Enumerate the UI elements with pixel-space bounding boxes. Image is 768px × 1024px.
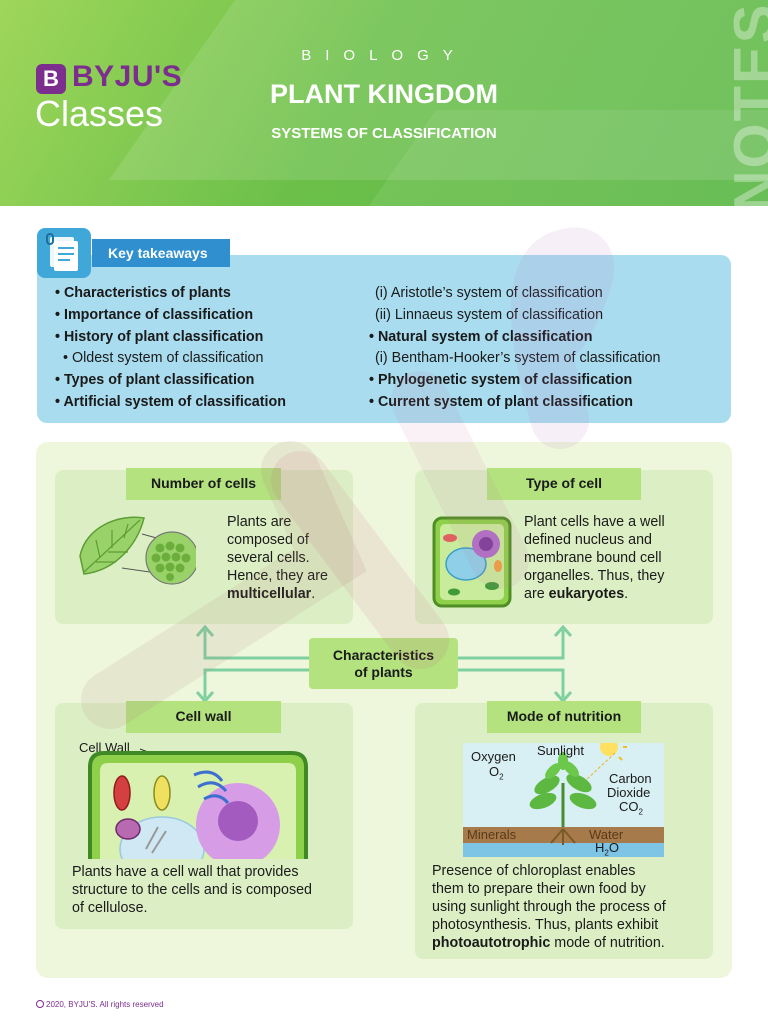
takeaway-item: • Artificial system of classification	[55, 393, 286, 410]
takeaways-left-column: • Characteristics of plants • Importance…	[55, 283, 286, 414]
dioxide-label: Dioxide	[607, 785, 651, 800]
text-line: membrane bound cell	[524, 550, 662, 566]
co2-label: CO2	[619, 799, 643, 817]
takeaway-item: (ii) Linnaeus system of classification	[375, 306, 604, 323]
oxygen-label: Oxygen	[471, 749, 516, 764]
text-line: multicellular.	[227, 585, 347, 603]
text-line: using sunlight through the process of	[432, 899, 666, 915]
card-label-type-of-cell: Type of cell	[487, 468, 641, 500]
photosynthesis-diagram: Oxygen O2 Sunlight Carbon Dioxide CO2 Mi…	[463, 743, 664, 857]
text-line: photoautotrophic mode of nutrition.	[432, 934, 702, 952]
card-label-cell-wall: Cell wall	[126, 701, 281, 733]
number-of-cells-text: Plants are composed of several cells. He…	[227, 513, 347, 603]
takeaway-item: (i) Aristotle’s system of classification	[375, 285, 603, 301]
takeaway-item: • Oldest system of classification	[63, 350, 264, 367]
h-symbol: H	[595, 840, 605, 855]
takeaway-item: • Types of plant classification	[55, 372, 255, 389]
key-takeaways-box	[37, 255, 731, 423]
text-line: Presence of chloroplast enables	[432, 863, 636, 879]
footer-text: 2020, BYJU'S. All rights reserved	[46, 1000, 164, 1009]
o2-label: O2	[489, 764, 504, 782]
notes-icon	[37, 228, 91, 278]
text-line: composed of	[227, 532, 309, 548]
text-line: defined nucleus and	[524, 532, 652, 548]
arrow-to-mode-of-nutrition	[458, 668, 565, 698]
arrow-to-type-of-cell	[458, 630, 565, 660]
bold-term: multicellular	[227, 586, 312, 602]
bold-term: eukaryotes	[548, 586, 625, 602]
arrowhead-up-left	[195, 624, 215, 637]
cell-wall-text: Plants have a cell wall that provides st…	[72, 863, 344, 917]
o2-symbol: O	[489, 764, 500, 779]
arrowhead-up-right	[553, 624, 573, 637]
water-label: Water	[589, 827, 624, 842]
center-line: Characteristics	[332, 647, 435, 663]
text-end: .	[311, 586, 316, 602]
text-line: are eukaryotes.	[524, 585, 710, 603]
plant-cell-icon	[432, 516, 512, 608]
o-symbol: O	[608, 840, 619, 855]
co2-symbol: CO	[619, 799, 639, 814]
card-label-mode-of-nutrition: Mode of nutrition	[487, 701, 641, 733]
h2o-label: H2O	[595, 840, 619, 857]
center-line: of plants	[354, 664, 413, 680]
text-line: Plant cells have a well	[524, 514, 665, 530]
subscript-2: 2	[638, 807, 643, 817]
characteristics-of-plants-label: Characteristics of plants	[309, 638, 458, 689]
takeaway-item: (i) Bentham-Hooker’s system of classific…	[375, 350, 661, 367]
key-takeaways-label: Key takeaways	[92, 239, 230, 267]
subject-label: BIOLOGY	[301, 47, 467, 64]
subscript-2: 2	[604, 848, 609, 857]
text-line: Hence, they are	[227, 568, 328, 584]
takeaway-item: • Current system of plant classification	[369, 393, 634, 410]
notes-icon-graphic	[46, 233, 78, 271]
arrow-to-number-of-cells	[203, 630, 309, 660]
header-banner: B BYJU'S Classes BIOLOGY PLANT KINGDOM S…	[0, 0, 768, 206]
text-line: structure to the cells and is composed	[72, 882, 312, 898]
text-line: of cellulose.	[72, 900, 148, 916]
takeaway-item: • History of plant classification	[55, 328, 264, 345]
copyright-icon	[36, 1000, 44, 1008]
takeaway-item: • Importance of classification	[55, 306, 254, 323]
minerals-label: Minerals	[467, 827, 517, 842]
photosynthesis-graphic	[463, 743, 664, 857]
brand-name: BYJU'S	[72, 60, 183, 93]
text-end: mode of nutrition.	[550, 935, 665, 951]
brand-sub: Classes	[35, 93, 164, 134]
cell-wall-diagram	[88, 748, 308, 859]
text-line: photosynthesis. Thus, plants exhibit	[432, 917, 659, 933]
takeaway-item: • Characteristics of plants	[55, 285, 231, 301]
leaf-cells-icon	[79, 516, 196, 585]
text-end: .	[624, 586, 629, 602]
text-line: several cells.	[227, 550, 310, 566]
carbon-label: Carbon	[609, 771, 652, 786]
card-label-number-of-cells: Number of cells	[126, 468, 281, 500]
brand-logo-icon: B	[36, 64, 66, 94]
mode-of-nutrition-text: Presence of chloroplast enables them to …	[432, 862, 702, 952]
text-line: Plants are	[227, 514, 292, 530]
text-line: them to prepare their own food by	[432, 881, 646, 897]
type-of-cell-text: Plant cells have a well defined nucleus …	[524, 513, 710, 603]
page-title: PLANT KINGDOM	[270, 79, 498, 109]
sunlight-label: Sunlight	[537, 743, 584, 758]
takeaway-item: • Natural system of classification	[369, 328, 593, 345]
copyright-footer: 2020, BYJU'S. All rights reserved	[36, 1000, 164, 1009]
text-line: Plants have a cell wall that provides	[72, 864, 299, 880]
text-line: organelles. Thus, they	[524, 568, 665, 584]
bold-term: photoautotrophic	[432, 935, 551, 951]
text-pre: are	[524, 586, 549, 602]
arrow-to-cell-wall	[203, 668, 309, 698]
takeaway-item: • Phylogenetic system of classification	[369, 372, 633, 389]
subscript-2: 2	[499, 772, 504, 782]
takeaways-right-column: (i) Aristotle’s system of classification…	[369, 283, 661, 414]
page-subtitle: SYSTEMS OF CLASSIFICATION	[271, 125, 497, 142]
